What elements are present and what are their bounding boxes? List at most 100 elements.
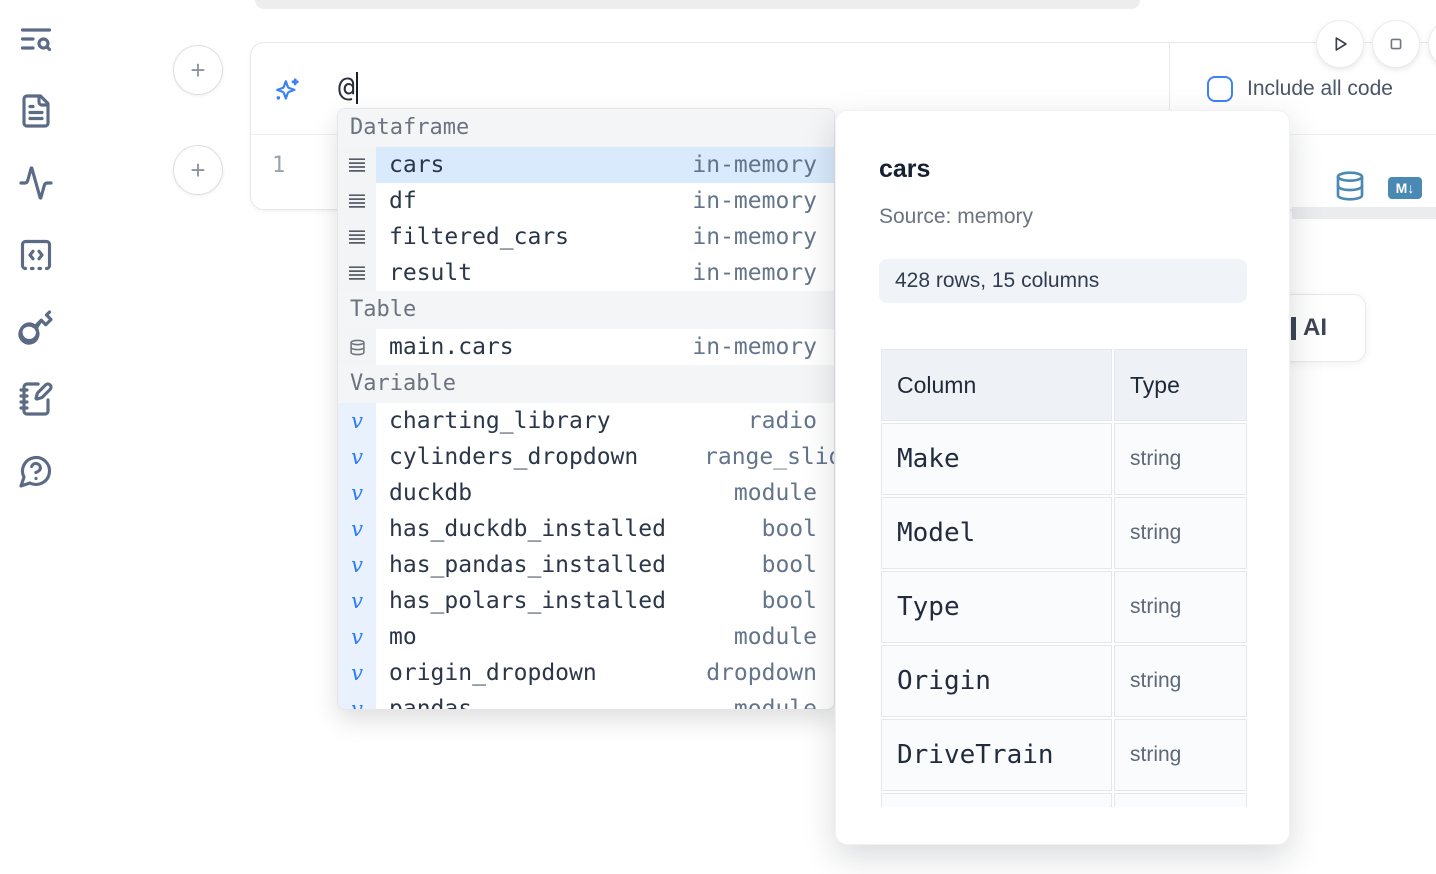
database-icon <box>338 329 376 365</box>
column-type: string <box>1114 571 1247 643</box>
activity-icon[interactable] <box>18 165 54 201</box>
ai-button-label: AI <box>1303 314 1327 341</box>
completion-item-result[interactable]: result in-memory <box>338 255 834 291</box>
menu-icon <box>338 147 376 183</box>
completion-item-name: result <box>389 260 473 286</box>
datasource-icon[interactable] <box>1334 170 1366 202</box>
key-icon[interactable] <box>18 309 54 345</box>
completion-item-detail: bool <box>761 516 817 542</box>
stop-icon <box>1390 38 1402 50</box>
completion-item-name: cars <box>389 152 445 178</box>
dataframe-preview-panel: cars Source: memory 428 rows, 15 columns… <box>835 110 1290 845</box>
menu-icon <box>338 183 376 219</box>
sparkles-icon <box>273 76 301 104</box>
column-name: Origin <box>881 645 1112 717</box>
completion-section-header: Table <box>338 291 834 329</box>
cell-bottom-edge <box>1292 207 1436 219</box>
schema-header-type: Type <box>1114 349 1247 421</box>
text-search-icon[interactable] <box>18 21 54 57</box>
completion-item-detail: in-memory <box>692 152 817 178</box>
completion-item-detail: bool <box>761 552 817 578</box>
add-cell-button-bottom[interactable]: + <box>173 145 223 195</box>
notebook-pen-icon[interactable] <box>18 381 54 417</box>
completion-item-name: has_duckdb_installed <box>389 516 666 542</box>
variable-icon: v <box>338 439 376 475</box>
column-type: string <box>1114 423 1247 495</box>
variable-icon: v <box>338 403 376 439</box>
previous-cell-edge <box>255 0 1140 9</box>
helper-sidebar <box>0 0 72 874</box>
completion-item-name: pandas <box>389 696 473 710</box>
column-name: Make <box>881 423 1112 495</box>
column-type: string <box>1114 719 1247 791</box>
column-type: string <box>1114 645 1247 717</box>
completion-item-filtered_cars[interactable]: filtered_cars in-memory <box>338 219 834 255</box>
completion-item-cylinders_dropdown[interactable]: v cylinders_dropdown range_slider <box>338 439 834 475</box>
add-cell-button-top[interactable]: + <box>173 45 223 95</box>
completion-item-origin_dropdown[interactable]: v origin_dropdown dropdown <box>338 655 834 691</box>
schema-header-column: Column <box>881 349 1112 421</box>
snippets-icon[interactable] <box>18 237 54 273</box>
column-name: Model <box>881 497 1112 569</box>
help-chat-icon[interactable] <box>18 453 54 489</box>
completion-item-name: origin_dropdown <box>389 660 597 686</box>
completion-item-detail: in-memory <box>692 224 817 250</box>
preview-title: cars <box>879 155 931 183</box>
completion-item-name: df <box>389 188 417 214</box>
completion-item-has_polars_installed[interactable]: v has_polars_installed bool <box>338 583 834 619</box>
completion-item-detail: module <box>733 696 817 710</box>
line-number: 1 <box>272 153 286 178</box>
completion-item-main.cars[interactable]: main.cars in-memory <box>338 329 834 365</box>
stop-button[interactable] <box>1373 21 1419 67</box>
file-text-icon[interactable] <box>18 93 54 129</box>
variable-icon: v <box>338 511 376 547</box>
completion-item-name: has_polars_installed <box>389 588 666 614</box>
variable-icon: v <box>338 583 376 619</box>
completion-item-detail: in-memory <box>692 334 817 360</box>
variable-icon: v <box>338 475 376 511</box>
completion-item-name: cylinders_dropdown <box>389 444 639 470</box>
clipped-toolbar-button[interactable] <box>1429 21 1436 67</box>
play-icon <box>1335 37 1347 51</box>
run-button[interactable] <box>1317 21 1363 67</box>
include-all-code-group: Include all code <box>1169 43 1436 134</box>
completion-item-detail: bool <box>761 588 817 614</box>
menu-icon <box>338 219 376 255</box>
ai-prompt-input[interactable]: @ Include all code <box>251 43 1436 134</box>
include-all-code-label: Include all code <box>1247 76 1393 100</box>
column-name: DriveTrain <box>881 719 1112 791</box>
variable-icon: v <box>338 691 376 709</box>
completion-item-detail: dropdown <box>706 660 817 686</box>
variable-icon: v <box>338 655 376 691</box>
completion-item-name: charting_library <box>389 408 611 434</box>
completion-item-name: filtered_cars <box>389 224 570 250</box>
completion-item-charting_library[interactable]: v charting_library radio <box>338 403 834 439</box>
completion-item-name: duckdb <box>389 480 473 506</box>
completion-item-name: main.cars <box>389 334 514 360</box>
completion-item-has_duckdb_installed[interactable]: v has_duckdb_installed bool <box>338 511 834 547</box>
markdown-export-icon[interactable]: M↓ <box>1388 177 1422 199</box>
text-cursor <box>356 72 358 104</box>
include-all-code-checkbox[interactable] <box>1207 75 1233 102</box>
completion-item-detail: in-memory <box>692 260 817 286</box>
completion-item-name: mo <box>389 624 417 650</box>
completion-item-cars[interactable]: cars in-memory <box>338 147 834 183</box>
column-type: string <box>1114 497 1247 569</box>
schema-row-partial <box>881 793 1247 807</box>
completion-section-header: Dataframe <box>338 109 834 147</box>
completion-item-detail: range_slider <box>704 444 834 470</box>
completion-item-detail: radio <box>747 408 817 434</box>
menu-icon <box>338 255 376 291</box>
